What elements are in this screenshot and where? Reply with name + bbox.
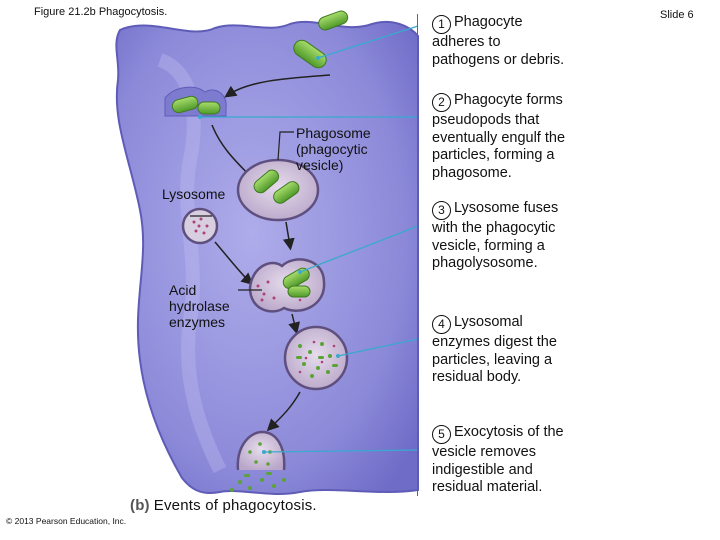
bacterium bbox=[318, 10, 349, 31]
digesting-vesicle bbox=[283, 325, 349, 391]
bacterium bbox=[197, 101, 221, 115]
slide-number: Slide 6 bbox=[660, 9, 694, 21]
lysosome-label: Lysosome bbox=[162, 186, 226, 202]
bacterium bbox=[171, 95, 199, 114]
step-number: 4 bbox=[432, 315, 451, 335]
phagocyte-cell bbox=[115, 20, 419, 495]
bacterium bbox=[253, 169, 280, 194]
step-number: 1 bbox=[432, 15, 451, 35]
caption-text: Events of phagocytosis. bbox=[153, 497, 317, 514]
step-number: 2 bbox=[432, 93, 451, 113]
caption-part-label: (b) bbox=[130, 497, 150, 514]
copyright: © 2013 Pearson Education, Inc. bbox=[6, 516, 127, 526]
figure-title: Figure 21.2b Phagocytosis. bbox=[34, 6, 168, 18]
bacterium bbox=[273, 181, 300, 204]
acid-hydrolase-label: Acid hydrolase enzymes bbox=[169, 282, 230, 330]
bacterium bbox=[293, 39, 327, 69]
figure-caption: (b)Events of phagocytosis. bbox=[130, 497, 317, 514]
step-number: 5 bbox=[432, 425, 451, 445]
step-number: 3 bbox=[432, 201, 451, 221]
phagosome-label: Phagosome (phagocytic vesicle) bbox=[296, 125, 371, 173]
bacterium bbox=[282, 267, 310, 290]
bacterium bbox=[287, 285, 311, 298]
